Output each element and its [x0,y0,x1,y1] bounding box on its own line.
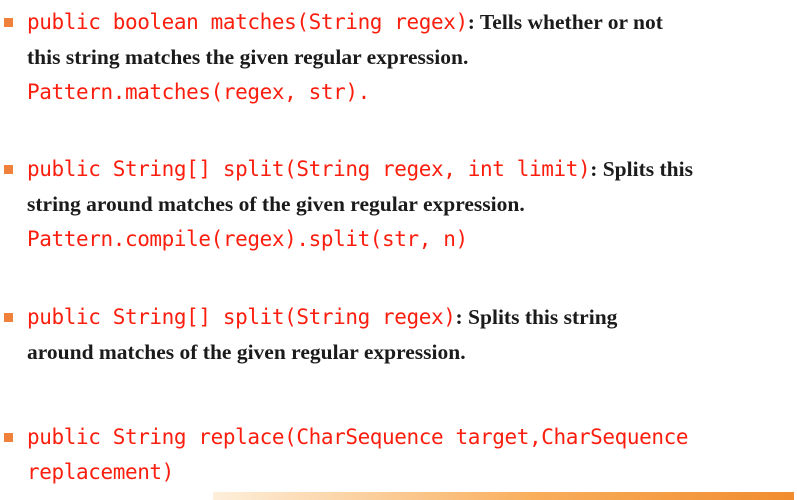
code-text: Pattern.matches(regex, str). [27,80,370,104]
body-text: around matches of the given regular expr… [27,340,466,364]
bullet-line: public String replace(CharSequence targe… [27,423,790,458]
code-text: public String replace(CharSequence targe… [27,425,689,449]
body-text: : Splits this [590,157,693,181]
bullet-item: public String[] split(String regex): Spl… [0,303,790,373]
body-text: this string matches the given regular ex… [27,45,469,69]
code-text: public String[] split(String regex) [27,305,456,329]
bullet-line: string around matches of the given regul… [27,190,790,225]
bullet-line: public String[] split(String regex, int … [27,155,790,190]
bullet-line: Pattern.matches(regex, str). [27,78,790,113]
body-text: string around matches of the given regul… [27,192,525,216]
bullet-line: public boolean matches(String regex): Te… [27,8,790,43]
body-text: : Splits this string [455,305,618,329]
bullet-square-icon [4,433,13,442]
code-text: replacement) [27,460,174,484]
code-text: public boolean matches(String regex) [27,10,468,34]
bullet-item: public String replace(CharSequence targe… [0,423,790,493]
bullet-line: around matches of the given regular expr… [27,338,790,373]
footer-accent-bar [213,492,794,500]
bullet-square-icon [4,18,13,27]
bullet-square-icon [4,165,13,174]
code-text: public String[] split(String regex, int … [27,157,591,181]
bullet-line: this string matches the given regular ex… [27,43,790,78]
bullet-item: public String[] split(String regex, int … [0,155,790,260]
bullet-line: public String[] split(String regex): Spl… [27,303,790,338]
bullet-item: public boolean matches(String regex): Te… [0,8,790,113]
bullet-square-icon [4,313,13,322]
code-text: Pattern.compile(regex).split(str, n) [27,227,468,251]
bullet-line: replacement) [27,458,790,493]
bullet-line: Pattern.compile(regex).split(str, n) [27,225,790,260]
body-text: : Tells whether or not [467,10,663,34]
